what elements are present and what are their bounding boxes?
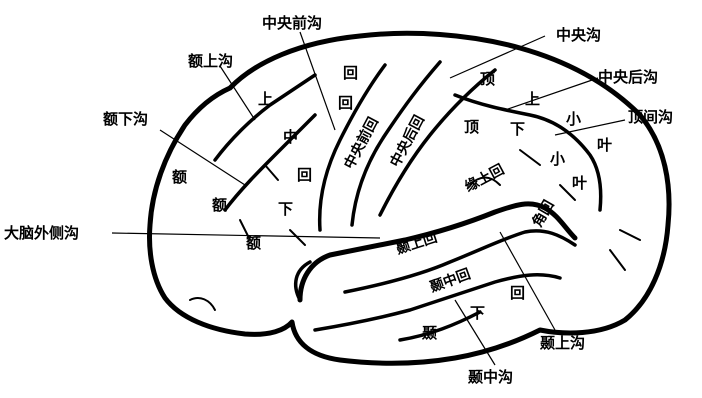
label-lateral-sulcus: 大脑外侧沟 [4, 224, 79, 242]
glyph-ye-2: 叶 [572, 174, 587, 192]
leader-superior-temporal [499, 231, 556, 331]
leader-lateral [111, 232, 381, 239]
label-precentral-gyrus: 中央前回 [341, 114, 382, 171]
glyph-e-2: 额 [212, 196, 227, 214]
glyph-e-1: 额 [172, 168, 187, 186]
branch-sulcus-4 [469, 176, 501, 186]
inferior-temporal-line [398, 310, 482, 342]
branch-sulcus-2 [239, 219, 251, 241]
glyph-ding-1: 顶 [480, 70, 495, 88]
leader-superior-frontal [219, 65, 256, 121]
brain-outline [147, 30, 672, 366]
glyph-xia-temporal: 下 [470, 304, 485, 322]
leader-intraparietal [554, 119, 626, 136]
inferior-frontal-sulcus-line [223, 113, 317, 212]
label-superior-temporal-gyrus: 颞上回 [393, 230, 439, 259]
middle-temporal-sulcus-line [313, 273, 562, 332]
label-post-central-sulcus: 中央后沟 [598, 68, 658, 86]
postcentral-sulcus-line [378, 68, 497, 217]
superior-frontal-sulcus-line [213, 73, 317, 162]
glyph-xia-frontal: 下 [278, 200, 293, 218]
label-inferior-frontal-sulcus: 额下沟 [103, 110, 148, 128]
glyph-zhong-frontal: 中 [283, 128, 298, 146]
glyph-shang-parietal: 上 [525, 90, 540, 108]
label-superior-temporal-sulcus: 颞上沟 [539, 334, 585, 352]
leader-central-anterior [299, 31, 336, 131]
label-intraparietal-sulcus: 顶间沟 [628, 108, 673, 126]
temporal-lobe-border [297, 201, 578, 303]
leader-inferior-frontal [159, 129, 246, 186]
leader-middle-temporal [454, 299, 496, 366]
label-middle-temporal-sulcus: 颞中沟 [467, 368, 513, 386]
leader-postcentral [504, 77, 599, 111]
label-central-sulcus: 中央沟 [556, 26, 601, 44]
branch-sulcus-6 [559, 184, 576, 201]
glyph-hui-temporal: 回 [510, 284, 525, 302]
glyph-ye-1: 叶 [597, 136, 612, 154]
glyph-shang-frontal: 上 [258, 90, 273, 108]
branch-sulcus-3 [289, 229, 306, 246]
branch-sulcus-9 [619, 229, 641, 241]
branch-sulcus-7 [609, 249, 626, 271]
label-supramarginal-gyrus: 缘上回 [462, 161, 507, 196]
glyph-xiao-2: 小 [550, 150, 565, 168]
glyph-nie-temporal: 颞 [421, 324, 437, 342]
branch-sulcus-8 [189, 297, 216, 311]
lateral-sulcus-line [293, 260, 312, 302]
glyph-e-3: 额 [246, 234, 261, 252]
branch-sulcus-1 [264, 164, 279, 181]
intraparietal-sulcus-line [453, 93, 603, 212]
central-sulcus-line [350, 60, 442, 227]
precentral-sulcus-line [317, 63, 387, 232]
glyph-hui-3: 回 [297, 166, 312, 184]
superior-temporal-sulcus-line [343, 229, 577, 294]
glyph-hui-2: 回 [338, 94, 353, 112]
glyph-ding-2: 顶 [464, 118, 479, 136]
glyph-xia-parietal: 下 [510, 120, 525, 138]
glyph-xiao-1: 小 [566, 110, 581, 128]
leader-central [449, 35, 546, 79]
label-superior-frontal-sulcus: 额上沟 [188, 52, 233, 70]
branch-sulcus-5 [519, 149, 541, 166]
label-central-anterior-sulcus: 中央前沟 [262, 14, 322, 32]
glyph-hui-1: 回 [343, 64, 358, 82]
